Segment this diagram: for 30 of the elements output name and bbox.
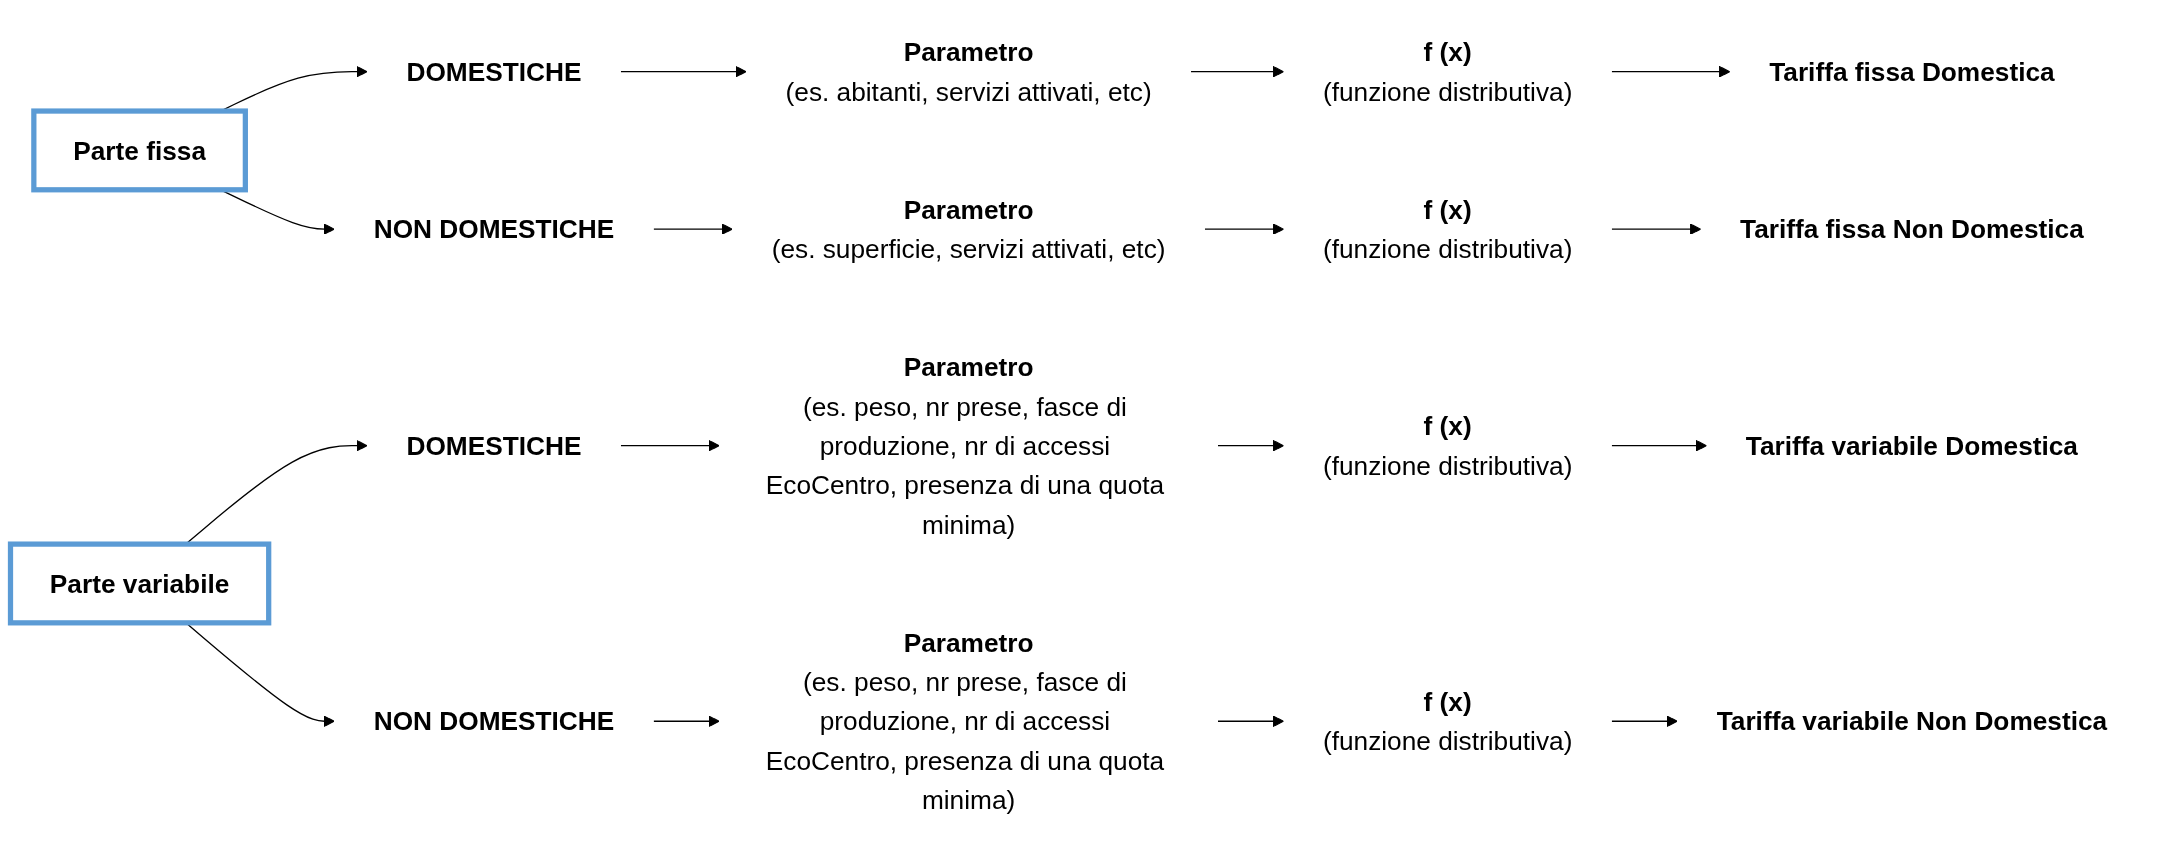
arrow	[1217, 715, 1285, 728]
node-text: f (x) (funzione distributiva)	[1322, 411, 1573, 480]
node-text: Parametro (es. abitanti, servizi attivati, etc)	[785, 37, 1152, 106]
arrow	[620, 65, 747, 78]
node-text: Tariffa fissa Domestica	[1769, 57, 2055, 87]
arrow	[653, 223, 733, 235]
node-box: Parte fissa	[31, 108, 248, 193]
node-text: NON DOMESTICHE	[373, 706, 615, 736]
node-text: DOMESTICHE	[406, 431, 582, 461]
arrow	[653, 715, 720, 728]
node-text: f (x) (funzione distributiva)	[1322, 37, 1573, 106]
node-text: Tariffa variabile Non Domestica	[1716, 706, 2108, 736]
node-text: Parametro (es. peso, nr prese, fasce di produzione, nr di accessi EcoCentro, presenza di una quota minima)	[765, 352, 1165, 539]
arrow	[1204, 223, 1285, 235]
node-text: Tariffa fissa Non Domestica	[1740, 214, 2084, 244]
node-text: f (x) (funzione distributiva)	[1322, 195, 1573, 264]
node-text: Parametro (es. superficie, servizi attivati, etc)	[771, 195, 1166, 264]
arrow	[1611, 439, 1708, 452]
node-text: NON DOMESTICHE	[373, 214, 615, 244]
node-text: DOMESTICHE	[406, 57, 582, 87]
node-text: Tariffa variabile Domestica	[1745, 431, 2078, 461]
arrow	[1611, 65, 1731, 78]
arrow	[1611, 223, 1702, 235]
arrow	[1611, 715, 1678, 728]
arrow	[1217, 439, 1285, 452]
node-text: f (x) (funzione distributiva)	[1322, 687, 1573, 756]
node-box: Parte variabile	[7, 541, 272, 626]
arrow	[1190, 65, 1285, 78]
arrow	[620, 439, 720, 452]
node-text: Parametro (es. peso, nr prese, fasce di produzione, nr di accessi EcoCentro, presenza di una quota minima)	[765, 628, 1165, 815]
